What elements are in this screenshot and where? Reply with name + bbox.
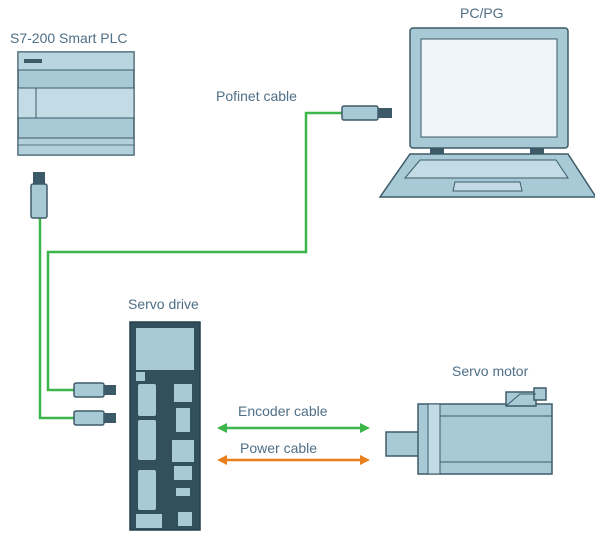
laptop-icon — [378, 27, 595, 198]
drive-connector-icon — [73, 382, 116, 426]
profinet-cable-label: Pofinet cable — [216, 88, 297, 104]
pc-connector-icon — [341, 105, 392, 121]
power-cable-label: Power cable — [240, 440, 318, 456]
pc-label: PC/PG — [460, 5, 504, 21]
plc-label: S7-200 Smart PLC — [10, 30, 128, 46]
encoder-cable-label: Encoder cable — [238, 403, 328, 419]
servo-drive-icon — [129, 321, 201, 531]
plc-connector-icon — [30, 172, 48, 219]
servo-motor-label: Servo motor — [452, 363, 529, 379]
profinet-cable-lines — [38, 111, 342, 420]
servo-motor-icon — [385, 387, 553, 475]
plc-icon — [17, 51, 135, 156]
servo-drive-label: Servo drive — [128, 296, 199, 312]
